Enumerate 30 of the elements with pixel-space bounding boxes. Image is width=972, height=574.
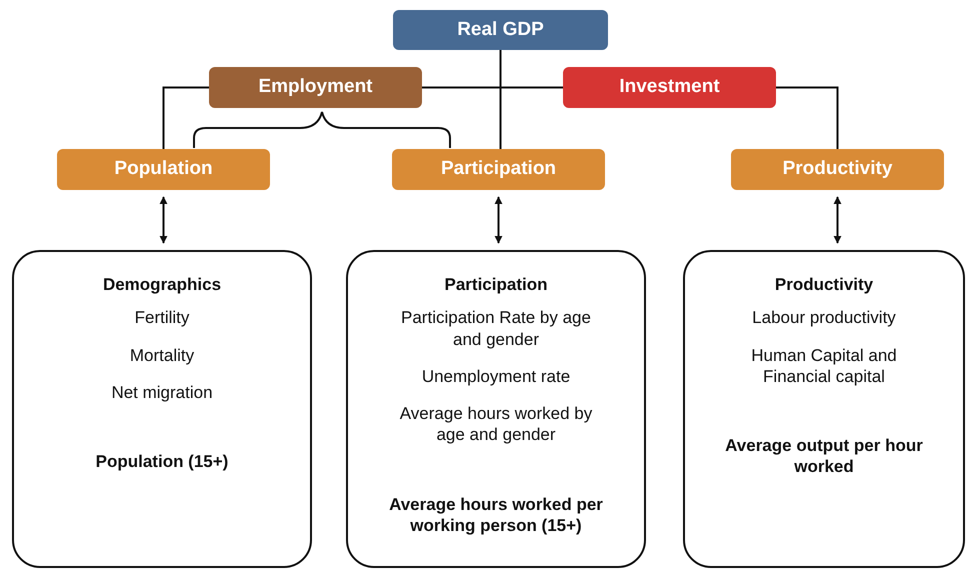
detail-card bbox=[683, 250, 965, 568]
connector-line bbox=[500, 50, 502, 149]
detail-card bbox=[346, 250, 646, 568]
category-box: Productivity bbox=[731, 149, 944, 190]
double-arrow bbox=[494, 196, 502, 244]
connector-line bbox=[776, 86, 838, 149]
category-box: Population bbox=[57, 149, 270, 190]
factor-text: Unemployment rate bbox=[422, 366, 570, 387]
factor-text: Participation Rate by age and gender bbox=[400, 307, 592, 350]
summary-text: Average output per hour worked bbox=[724, 435, 924, 478]
factor-text: Mortality bbox=[130, 344, 194, 366]
factor-text: Human Capital and Financial capital bbox=[750, 344, 898, 387]
card-heading: Productivity bbox=[774, 274, 874, 296]
factor-text: Labour productivity bbox=[752, 307, 896, 328]
double-arrow bbox=[160, 196, 168, 244]
category-box: Real GDP bbox=[393, 10, 608, 50]
factor-text: Net migration bbox=[111, 382, 213, 403]
double-arrow bbox=[834, 196, 842, 244]
category-box: Participation bbox=[392, 149, 605, 190]
summary-text: Average hours worked per working person (15+) bbox=[388, 494, 604, 536]
category-box: Employment bbox=[209, 67, 422, 108]
connector-line bbox=[422, 86, 563, 88]
connector-line bbox=[162, 86, 209, 149]
factor-text: Fertility bbox=[134, 307, 190, 328]
category-box: Investment bbox=[563, 67, 776, 108]
factor-text: Average hours worked by age and gender bbox=[398, 403, 594, 446]
detail-card bbox=[12, 250, 312, 568]
summary-text: Population (15+) bbox=[96, 451, 228, 472]
card-heading: Participation bbox=[444, 274, 548, 296]
card-heading: Demographics bbox=[102, 274, 222, 296]
